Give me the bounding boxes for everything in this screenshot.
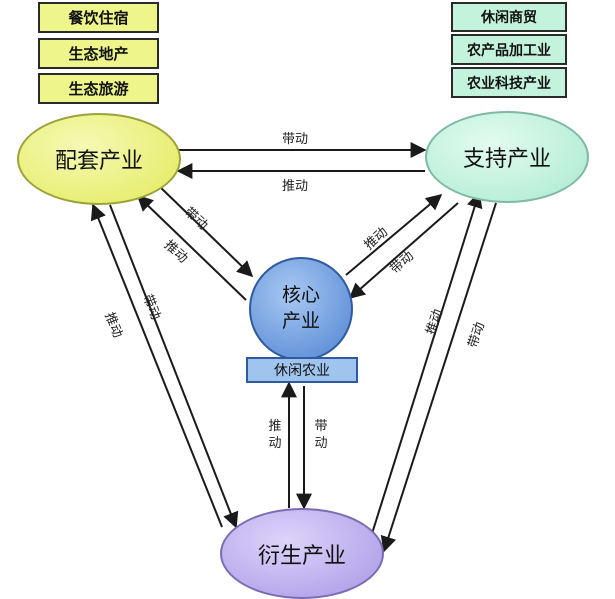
node-derivative-industry: 衍生产业	[220, 508, 384, 599]
box-leisure-commerce: 休闲商贸	[451, 2, 567, 32]
box-eco-real-estate: 生态地产	[38, 38, 159, 69]
arrow-yansheng-to-zhichi	[369, 191, 483, 541]
arrow-zhichi-to-yansheng	[380, 202, 497, 553]
box-eco-tourism: 生态旅游	[38, 73, 159, 104]
node-supporting-industry: 配套产业	[17, 113, 181, 205]
node-core-industry: 核心 产业	[249, 257, 353, 361]
box-catering-lodging: 餐饮住宿	[38, 2, 159, 33]
arrow-yansheng-to-peitao	[90, 203, 223, 528]
arrow-peitao-to-core	[157, 184, 254, 278]
box-agri-processing: 农产品加工业	[451, 34, 567, 65]
box-agri-tech: 农业科技产业	[451, 67, 567, 98]
arrow-core-to-peitao	[136, 194, 247, 301]
arrow-zhichi-to-core	[348, 202, 459, 300]
label-drive-core-bottom: 带动	[314, 419, 328, 451]
label-drive-top: 带动	[282, 132, 309, 147]
label-push-core-bottom: 推动	[268, 419, 282, 451]
core-tag-leisure-agriculture: 休闲农业	[246, 357, 358, 383]
label-push-top: 推动	[282, 179, 309, 194]
node-derivative-industry-label: 衍生产业	[257, 543, 346, 569]
node-support-industry-label: 支持产业	[462, 147, 551, 172]
arrow-core-to-zhichi	[345, 193, 443, 276]
node-supporting-industry-label: 配套产业	[54, 149, 143, 174]
node-core-line1: 核心	[281, 284, 320, 307]
arrow-peitao-to-yansheng	[109, 204, 239, 529]
node-support-industry: 支持产业	[425, 111, 589, 203]
node-core-line2: 产业	[281, 310, 320, 332]
